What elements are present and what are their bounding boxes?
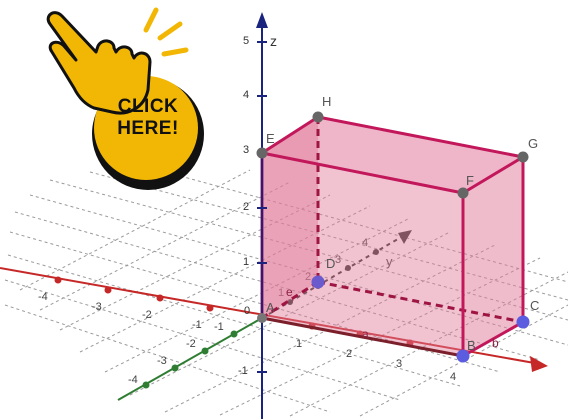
x-tick-label: -2 — [186, 338, 196, 350]
click-label: CLICK — [117, 96, 179, 117]
vertex-label-f: F — [466, 173, 474, 188]
y-tick-label: 3 — [396, 358, 402, 370]
x-tick-label: -1 — [214, 321, 224, 333]
y-tick-label: 4 — [450, 371, 456, 383]
vertex-h[interactable] — [312, 111, 324, 123]
vertex-c[interactable] — [516, 315, 530, 329]
vertex-f[interactable] — [457, 187, 469, 199]
vertex-b[interactable] — [456, 349, 470, 363]
vertex-d[interactable] — [311, 275, 325, 289]
x-tick-label: -4 — [128, 374, 138, 386]
z-tick-label: 1 — [243, 256, 249, 268]
vertex-label-c: C — [530, 298, 539, 313]
vertex-label-b: B — [467, 338, 476, 353]
y-tick-label: -2 — [142, 309, 152, 321]
y-tick-label: -3 — [92, 301, 102, 313]
y-tick-label: 2 — [346, 348, 352, 360]
x-tick-label: -3 — [157, 355, 167, 367]
edge-label-e: e — [286, 285, 293, 299]
x-axis-arrow-icon — [398, 230, 412, 244]
z-axis-name: z — [270, 33, 277, 49]
y-axis: -4 -3 -2 -1 1 2 3 4 — [0, 267, 548, 383]
box-vertices[interactable] — [256, 111, 530, 363]
here-label: HERE! — [117, 118, 179, 139]
x-tick-label: 3 — [335, 254, 341, 266]
edge-label-b: b — [492, 336, 499, 350]
vertex-label-h: H — [322, 94, 331, 109]
pointing-hand-icon — [46, 7, 204, 190]
y-tick-label: 1 — [296, 338, 302, 350]
y-tick-label: -4 — [38, 291, 48, 303]
vertex-label-a: A — [266, 300, 275, 315]
z-tick-label: -1 — [238, 365, 248, 377]
vertex-g[interactable] — [517, 151, 529, 163]
y-axis-arrow-icon — [530, 356, 548, 372]
x-tick-label: 1 — [278, 287, 284, 299]
y-tick-label: -1 — [192, 319, 202, 331]
vertex-a[interactable] — [257, 313, 267, 323]
x-tick-label: 4 — [362, 237, 368, 249]
z-tick-label: 5 — [243, 35, 249, 47]
vertex-label-d: D — [326, 256, 335, 271]
z-tick-label: 4 — [243, 89, 249, 101]
z-axis-arrow-icon — [256, 12, 268, 28]
click-here-button[interactable]: CLICK HERE! — [36, 4, 206, 200]
vertex-label-e: E — [266, 131, 275, 146]
z-axis: 5 4 3 2 1 0 -1 z — [238, 12, 277, 419]
x-tick-label: 2 — [305, 271, 311, 283]
z-tick-label: 2 — [243, 201, 249, 213]
x-axis-name: y — [386, 254, 393, 269]
vertex-label-g: G — [528, 136, 538, 151]
edge-label-a: a — [362, 327, 369, 341]
x-axis: -4 -3 -2 -1 1 2 3 4 y — [117, 230, 412, 401]
click-here-label: CLICK HERE! — [98, 96, 198, 140]
vertex-e[interactable] — [256, 147, 268, 159]
rectangular-box[interactable] — [260, 115, 525, 358]
origin-label: 0 — [244, 305, 250, 317]
z-tick-label: 3 — [243, 144, 249, 156]
